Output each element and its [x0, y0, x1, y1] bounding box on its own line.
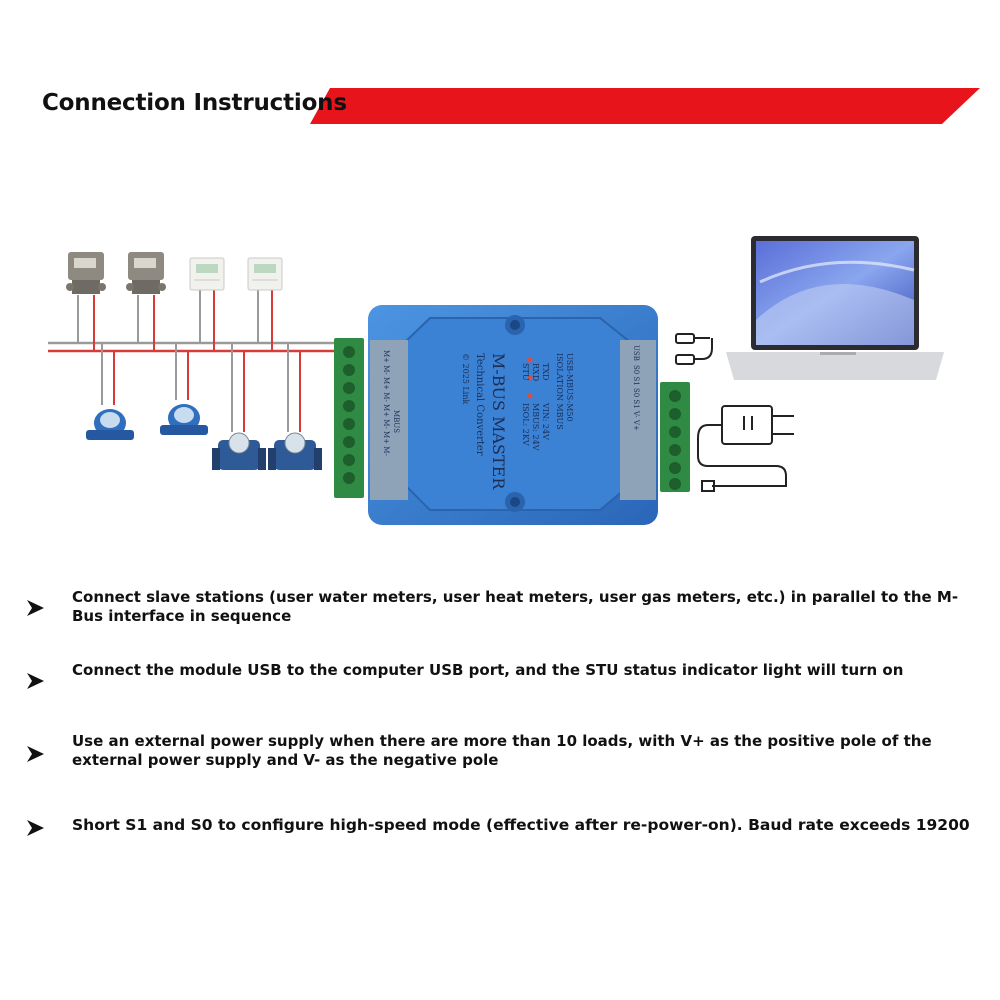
right-port-label: USB [632, 345, 640, 361]
heat-meter-icon [189, 257, 225, 291]
power-adapter-icon [697, 405, 794, 492]
water-meter-icon [86, 409, 134, 440]
arrow-bullet-icon [27, 746, 44, 762]
header-banner [0, 88, 980, 124]
mbus-terminal-block [334, 338, 364, 498]
indicator-value: VIN: 24V [541, 402, 550, 440]
mbus-master-module [368, 305, 658, 525]
usb-cable-icon [675, 333, 713, 365]
page-title: Connection Instructions [42, 90, 347, 116]
left-port-label: MBUS [392, 410, 400, 433]
module-model-line: ISOLATION MBUS [555, 353, 564, 430]
instruction-item: Connect the module USB to the computer U… [24, 661, 984, 701]
right-port-labels: S0 S1 S0 S1 V- V+ USB [632, 345, 640, 431]
instruction-text: Connect slave stations (user water meter… [72, 588, 959, 625]
water-meter-icon [160, 404, 208, 435]
left-port-labels: M+ M- M+ M- M+ M- M+ M- MBUS [382, 350, 400, 456]
module-label-group: M-BUS MASTER Technical Converter © 2025 … [461, 353, 574, 490]
gas-meter-icon [126, 252, 166, 294]
indicator-value: MBUS: 24V [531, 403, 540, 451]
large-water-meter-icon [212, 432, 266, 470]
indicator-label: RXD [531, 363, 540, 381]
instruction-text: Short S1 and S0 to configure high-speed … [72, 816, 970, 834]
module-subtitle: Technical Converter [474, 353, 485, 456]
heat-meter-icon [247, 257, 283, 291]
large-water-meter-icon [268, 432, 322, 470]
instruction-item: Short S1 and S0 to configure high-speed … [24, 816, 984, 846]
right-pin-labels: S0 S1 S0 S1 V- V+ [632, 365, 640, 431]
arrow-bullet-icon [27, 820, 44, 836]
instruction-text: Connect the module USB to the computer U… [72, 661, 904, 679]
instruction-item: Connect slave stations (user water meter… [24, 588, 984, 628]
instruction-item: Use an external power supply when there … [24, 732, 984, 772]
indicator-label: TXD [541, 363, 550, 380]
power-terminal-block [660, 382, 690, 492]
mbus-bus-wires [48, 290, 338, 432]
indicator-label: STU [521, 363, 530, 381]
instruction-text: Use an external power supply when there … [72, 732, 932, 769]
module-name: M-BUS MASTER [489, 353, 508, 490]
arrow-bullet-icon [27, 600, 44, 616]
indicator-value: ISOL: 2KV [521, 403, 530, 446]
laptop-icon [726, 236, 944, 380]
left-pin-labels: M+ M- M+ M- M+ M- M+ M- [382, 350, 390, 456]
arrow-bullet-icon [27, 673, 44, 689]
connection-diagram: M-BUS MASTER Technical Converter © 2025 … [48, 236, 944, 525]
module-model-line: USB-MBUS-M50 [565, 353, 574, 422]
gas-meter-icon [66, 252, 106, 294]
module-brand: © 2025 Link [461, 353, 470, 404]
